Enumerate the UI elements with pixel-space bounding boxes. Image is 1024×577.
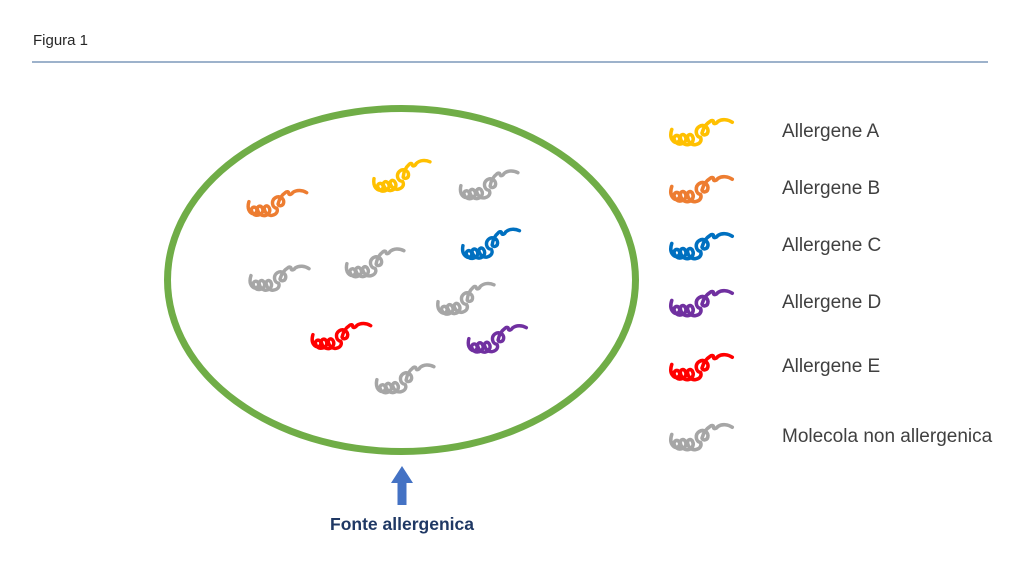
source-label: Fonte allergenica [330, 514, 474, 534]
legend-label: Allergene A [782, 121, 880, 142]
legend-label: Molecola non allergenica [782, 426, 993, 447]
legend-item-A: Allergene A [666, 112, 879, 152]
molecule-non [369, 356, 443, 401]
molecule-B [242, 183, 313, 223]
legend-item-B: Allergene B [666, 169, 880, 209]
molecule-non [453, 162, 527, 207]
molecule-non [245, 259, 315, 297]
molecule-icon-non [666, 417, 738, 457]
legend-label: Allergene E [782, 356, 881, 377]
legend-item-E: Allergene E [666, 347, 880, 387]
title-separator [32, 61, 988, 63]
allergen-source-ellipse [164, 105, 639, 455]
molecule-icon-E [666, 347, 738, 387]
figure-title: Figura 1 [33, 32, 89, 49]
up-arrow-icon [391, 466, 413, 505]
molecule-D [462, 318, 534, 361]
legend-label: Allergene C [782, 235, 882, 256]
legend-item-D: Allergene D [666, 283, 881, 323]
molecule-icon-D [666, 283, 738, 323]
legend-item-C: Allergene C [666, 226, 881, 266]
molecule-icon-A [666, 112, 738, 152]
legend-item-non: Molecola non allergenica [666, 417, 992, 457]
legend-label: Allergene B [782, 178, 881, 199]
molecule-non [339, 240, 413, 285]
molecule-E [306, 316, 377, 356]
molecule-icon-B [666, 169, 738, 209]
molecule-icon-C [666, 226, 738, 266]
legend-label: Allergene D [782, 292, 882, 313]
